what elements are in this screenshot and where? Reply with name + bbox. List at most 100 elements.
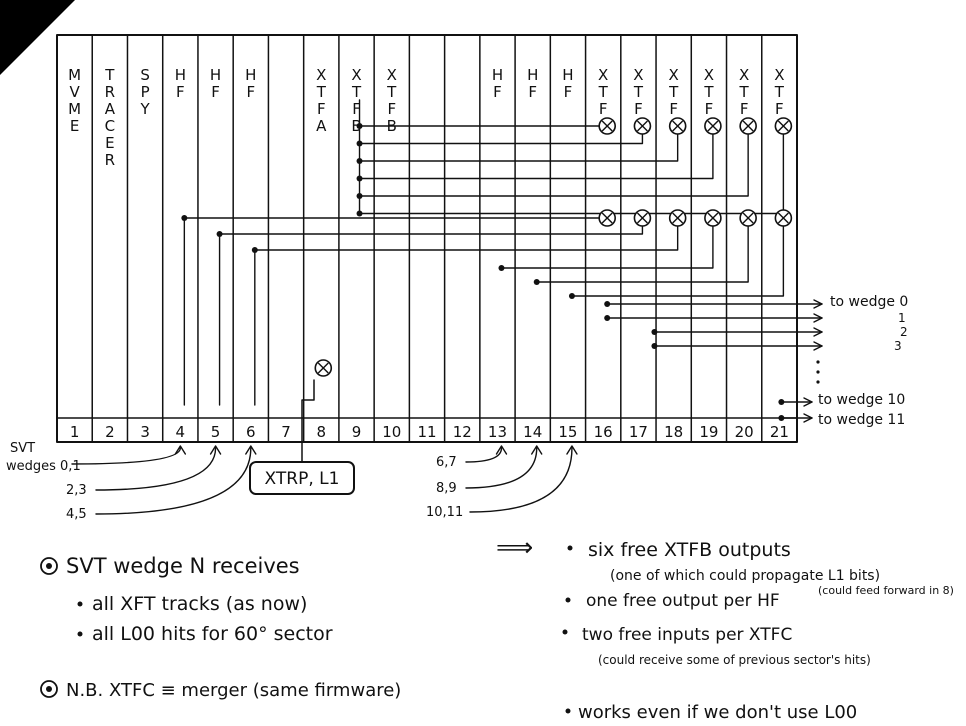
slot-20-label-char: X: [739, 66, 749, 84]
slot-2-label-char: C: [105, 117, 115, 135]
merger-node-icon: [774, 117, 793, 135]
merger-node-icon: [633, 209, 652, 227]
slot-1-label-char: M: [68, 100, 81, 118]
slot-9-label-char: X: [351, 66, 361, 84]
output-arrow-icon: [813, 327, 823, 337]
slot-1-label-char: M: [68, 66, 81, 84]
svt-wedges-4-5-label: 4,5: [66, 507, 87, 522]
note-2: N.B. XTFC ≡ merger (same firmware): [40, 680, 401, 701]
input-arrow-icon: [209, 445, 222, 455]
note-1-item-2: all L00 hits for 60° sector: [92, 623, 333, 645]
input-arrow-icon: [245, 445, 257, 455]
hf-to-xtfc-wire: [536, 225, 749, 283]
merger-node-icon: [598, 209, 616, 227]
slot-2-label-char: R: [105, 83, 115, 101]
input-arrow-icon: [174, 445, 187, 455]
slot-6-number: 6: [246, 423, 256, 441]
input-arrow-icon: [495, 445, 508, 455]
slot-6-label-char: H: [245, 66, 256, 84]
slot-18-number: 18: [664, 423, 683, 441]
slot-4-label-char: H: [175, 66, 186, 84]
slot-9-number: 9: [352, 423, 362, 441]
wiring: [71, 99, 823, 515]
merger-node-icon: [598, 117, 616, 135]
slot-18-label-char: T: [668, 83, 679, 101]
slot-1-label-char: E: [70, 117, 79, 135]
slot-10-label-char: X: [387, 66, 397, 84]
slot-19-label-char: F: [705, 100, 714, 118]
slot-21-label-char: F: [775, 100, 784, 118]
hf-to-xtfc-wire: [254, 225, 679, 251]
slot-15-number: 15: [558, 423, 577, 441]
corner-triangle: [0, 0, 75, 75]
note-1-bullet-icon: [40, 557, 58, 575]
right-bullets: six free XTFB outputs (one of which coul…: [562, 539, 954, 723]
slot-3-label-char: P: [141, 83, 150, 101]
bullet-3-text: two free inputs per XTFC: [582, 625, 792, 645]
note-1-item-1: all XFT tracks (as now): [92, 593, 307, 615]
svt-input-wire: [465, 447, 503, 463]
ellipsis-dot: [816, 360, 820, 364]
bullet-2-text: one free output per HF: [586, 591, 780, 611]
output-label-1: 1: [898, 311, 906, 325]
merger-node-icon: [633, 117, 652, 135]
svt-input-wire: [469, 447, 573, 513]
slot-9-label-char: T: [351, 83, 362, 101]
slot-14-number: 14: [523, 423, 542, 441]
slot-16-number: 16: [594, 423, 613, 441]
slot-13-label-char: F: [493, 83, 502, 101]
ellipsis-dot: [816, 370, 820, 374]
svt-input-wire: [465, 447, 538, 489]
crate-outline: [56, 34, 798, 443]
input-arrow-icon: [566, 445, 578, 455]
slot-14-label-char: F: [528, 83, 537, 101]
slot-3-label-char: Y: [140, 100, 151, 118]
slot-17-number: 17: [629, 423, 648, 441]
slot-20-label-char: F: [740, 100, 749, 118]
slot-3-number: 3: [140, 423, 150, 441]
slot-8-label-char: A: [316, 117, 327, 135]
slot-19-label-char: T: [703, 83, 714, 101]
slot-16-label-char: X: [598, 66, 608, 84]
output-label-wedge-0: to wedge 0: [830, 294, 908, 310]
note-1-heading: SVT wedge N receives: [66, 554, 300, 578]
svt-input-wire: [95, 447, 217, 491]
slot-1-number: 1: [70, 423, 80, 441]
slot-10-label-char: T: [386, 83, 397, 101]
xtrp-l1-label: XTRP, L1: [265, 469, 340, 489]
slot-6-label-char: F: [246, 83, 255, 101]
output-arrow-icon: [803, 397, 813, 407]
slot-3-label-char: S: [140, 66, 150, 84]
slot-18-label-char: X: [669, 66, 679, 84]
output-label-2: 2: [900, 325, 908, 339]
slot-10-number: 10: [382, 423, 401, 441]
slot-5-label-char: H: [210, 66, 221, 84]
slot-17-label-char: T: [633, 83, 644, 101]
output-arrow-icon: [813, 299, 823, 309]
hf-to-xtfc-wire: [500, 225, 714, 269]
merger-node-icon: [668, 117, 687, 135]
slot-20-label-char: T: [739, 83, 750, 101]
slot-21-number: 21: [770, 423, 789, 441]
svt-wedges-10-11-label: 10,11: [426, 505, 463, 520]
slot-16-label-char: T: [598, 83, 609, 101]
slot-10-label-char: F: [387, 100, 396, 118]
slot-12-number: 12: [453, 423, 472, 441]
xtfb-to-xtfc-wire: [358, 133, 644, 145]
merger-node-icon: [774, 209, 793, 227]
input-arrow-icon: [531, 445, 543, 455]
bullet-4-text: works even if we don't use L00: [578, 702, 857, 723]
slot-2-label-char: R: [105, 151, 115, 169]
xtfb-to-xtfc-wire: [358, 133, 785, 215]
svt-wedges-6-7-label: 6,7: [436, 455, 457, 470]
slot-14-label-char: H: [527, 66, 538, 84]
implies-arrow-icon: ⟹: [496, 533, 533, 563]
svt-wedges-0-1-label: wedges 0,1: [6, 459, 81, 474]
note-2-text: N.B. XTFC ≡ merger (same firmware): [66, 680, 401, 701]
slot-8-label-char: F: [317, 100, 326, 118]
slot-1-label-char: V: [69, 83, 80, 101]
merger-node-icon: [739, 117, 757, 135]
svt-input-wire: [95, 447, 252, 515]
slot-labels: MVMETRACERSPYHFHFHFXTFAXTFBXTFBHFHFHFXTF…: [68, 66, 785, 169]
